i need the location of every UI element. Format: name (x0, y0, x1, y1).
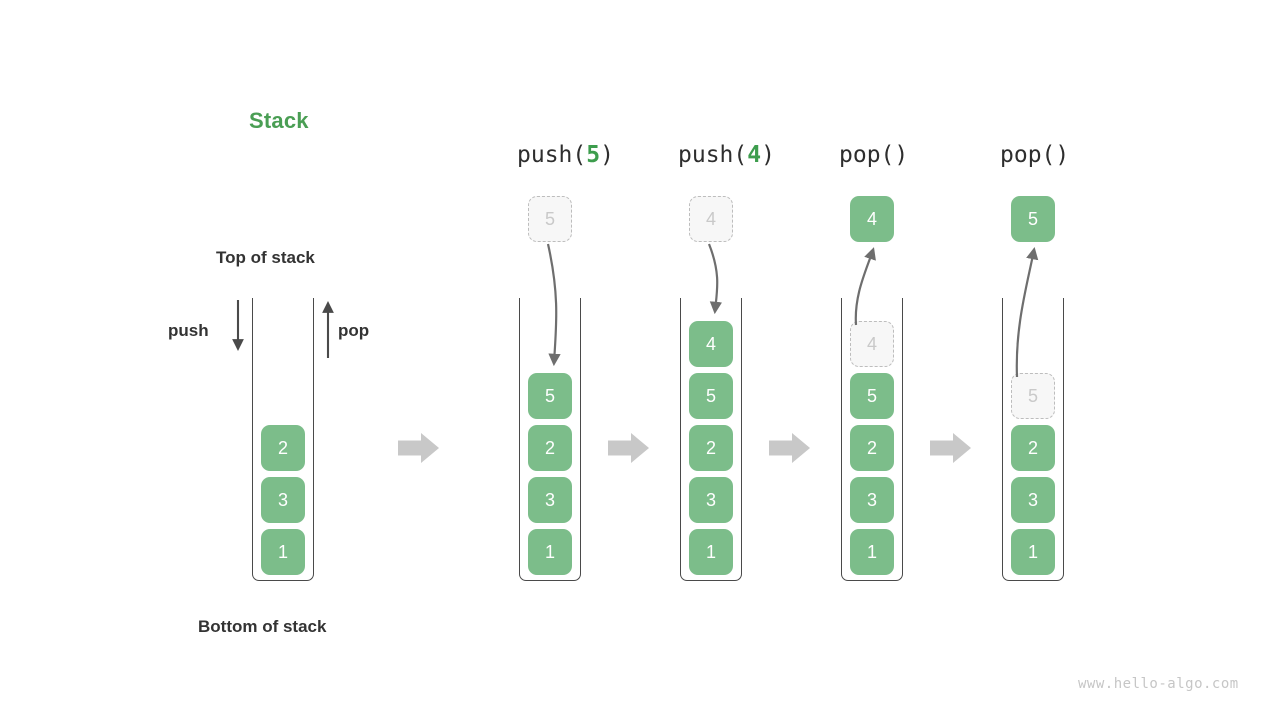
page-title: Stack (249, 108, 309, 133)
operation-argument: 4 (747, 142, 762, 168)
stack-cell: 3 (689, 477, 733, 523)
operation-header-push-5: push(5) (517, 142, 614, 168)
floating-element-push-4: 4 (689, 196, 733, 242)
transition-arrow (930, 433, 971, 463)
stack-cell: 5 (1011, 373, 1055, 419)
stack-cell: 4 (689, 321, 733, 367)
floating-element-pop-1: 4 (850, 196, 894, 242)
floating-element-push-5: 5 (528, 196, 572, 242)
operation-paren-close: ) (894, 142, 909, 168)
floating-element-pop-2: 5 (1011, 196, 1055, 242)
top-of-stack-label: Top of stack (216, 248, 315, 267)
stack-cell: 2 (528, 425, 572, 471)
stack-cell: 4 (850, 321, 894, 367)
stack-container-pop-2 (1002, 298, 1064, 581)
operation-name: pop( (839, 142, 895, 168)
stack-cell: 3 (261, 477, 305, 523)
stack-cell: 5 (850, 373, 894, 419)
operation-paren-close: ) (761, 142, 775, 168)
stack-container-push-5 (519, 298, 581, 581)
operation-header-push-4: push(4) (678, 142, 775, 168)
stack-container-pop-1 (841, 298, 903, 581)
operation-name: push( (678, 142, 748, 168)
watermark: www.hello-algo.com (1078, 676, 1239, 692)
operation-argument: 5 (586, 142, 601, 168)
stack-cell: 2 (850, 425, 894, 471)
stack-cell: 1 (528, 529, 572, 575)
stack-cell: 1 (850, 529, 894, 575)
push-label: push (168, 321, 209, 340)
operation-name: push( (517, 142, 587, 168)
stack-cell: 5 (528, 373, 572, 419)
stack-container-push-4 (680, 298, 742, 581)
operation-name: pop( (1000, 142, 1056, 168)
bottom-of-stack-label: Bottom of stack (198, 617, 327, 636)
stack-cell: 5 (689, 373, 733, 419)
stack-cell: 2 (261, 425, 305, 471)
stack-cell: 1 (1011, 529, 1055, 575)
stack-cell: 1 (261, 529, 305, 575)
operation-paren-close: ) (1055, 142, 1070, 168)
stack-cell: 1 (689, 529, 733, 575)
operation-paren-close: ) (600, 142, 614, 168)
stack-cell: 2 (1011, 425, 1055, 471)
operation-header-pop-1: pop() (839, 142, 908, 168)
stack-cell: 3 (528, 477, 572, 523)
operation-header-pop-2: pop() (1000, 142, 1069, 168)
pop-label: pop (338, 321, 370, 340)
transition-arrow (769, 433, 810, 463)
stack-cell: 3 (1011, 477, 1055, 523)
stack-cell: 3 (850, 477, 894, 523)
transition-arrow (398, 433, 439, 463)
action-arrows (546, 243, 1039, 378)
stack-container-initial (252, 298, 314, 581)
stack-cell: 2 (689, 425, 733, 471)
transition-arrow (608, 433, 649, 463)
